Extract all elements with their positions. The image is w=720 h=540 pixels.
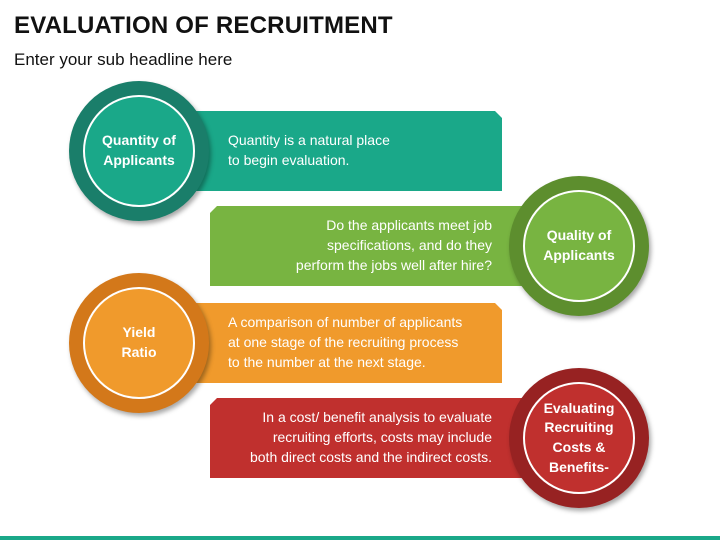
step-circle-label: Quality of Applicants xyxy=(523,190,635,302)
step-description: A comparison of number of applicants at … xyxy=(228,314,463,370)
step-bar-yield: A comparison of number of applicants at … xyxy=(180,303,503,383)
slide-subtitle: Enter your sub headline here xyxy=(14,50,233,69)
step-description: Quantity is a natural place to begin eva… xyxy=(228,132,390,168)
step-bar-quality: Do the applicants meet job specification… xyxy=(209,206,532,286)
step-circle-label: Quantity of Applicants xyxy=(83,95,195,207)
step-bar-quantity: Quantity is a natural place to begin eva… xyxy=(180,111,503,191)
step-circle-costs: Evaluating Recruiting Costs & Benefits- xyxy=(509,368,649,508)
step-bar-costs: In a cost/ benefit analysis to evaluate … xyxy=(209,398,532,478)
step-circle-yield: Yield Ratio xyxy=(69,273,209,413)
step-circle-quality: Quality of Applicants xyxy=(509,176,649,316)
step-description: Do the applicants meet job specification… xyxy=(295,217,492,273)
bottom-accent-line xyxy=(0,536,720,540)
step-circle-quantity: Quantity of Applicants xyxy=(69,81,209,221)
slide-title: EVALUATION OF RECRUITMENT xyxy=(14,12,393,39)
step-description: In a cost/ benefit analysis to evaluate … xyxy=(249,409,492,465)
step-circle-label: Yield Ratio xyxy=(83,287,195,399)
step-circle-label: Evaluating Recruiting Costs & Benefits- xyxy=(523,382,635,494)
